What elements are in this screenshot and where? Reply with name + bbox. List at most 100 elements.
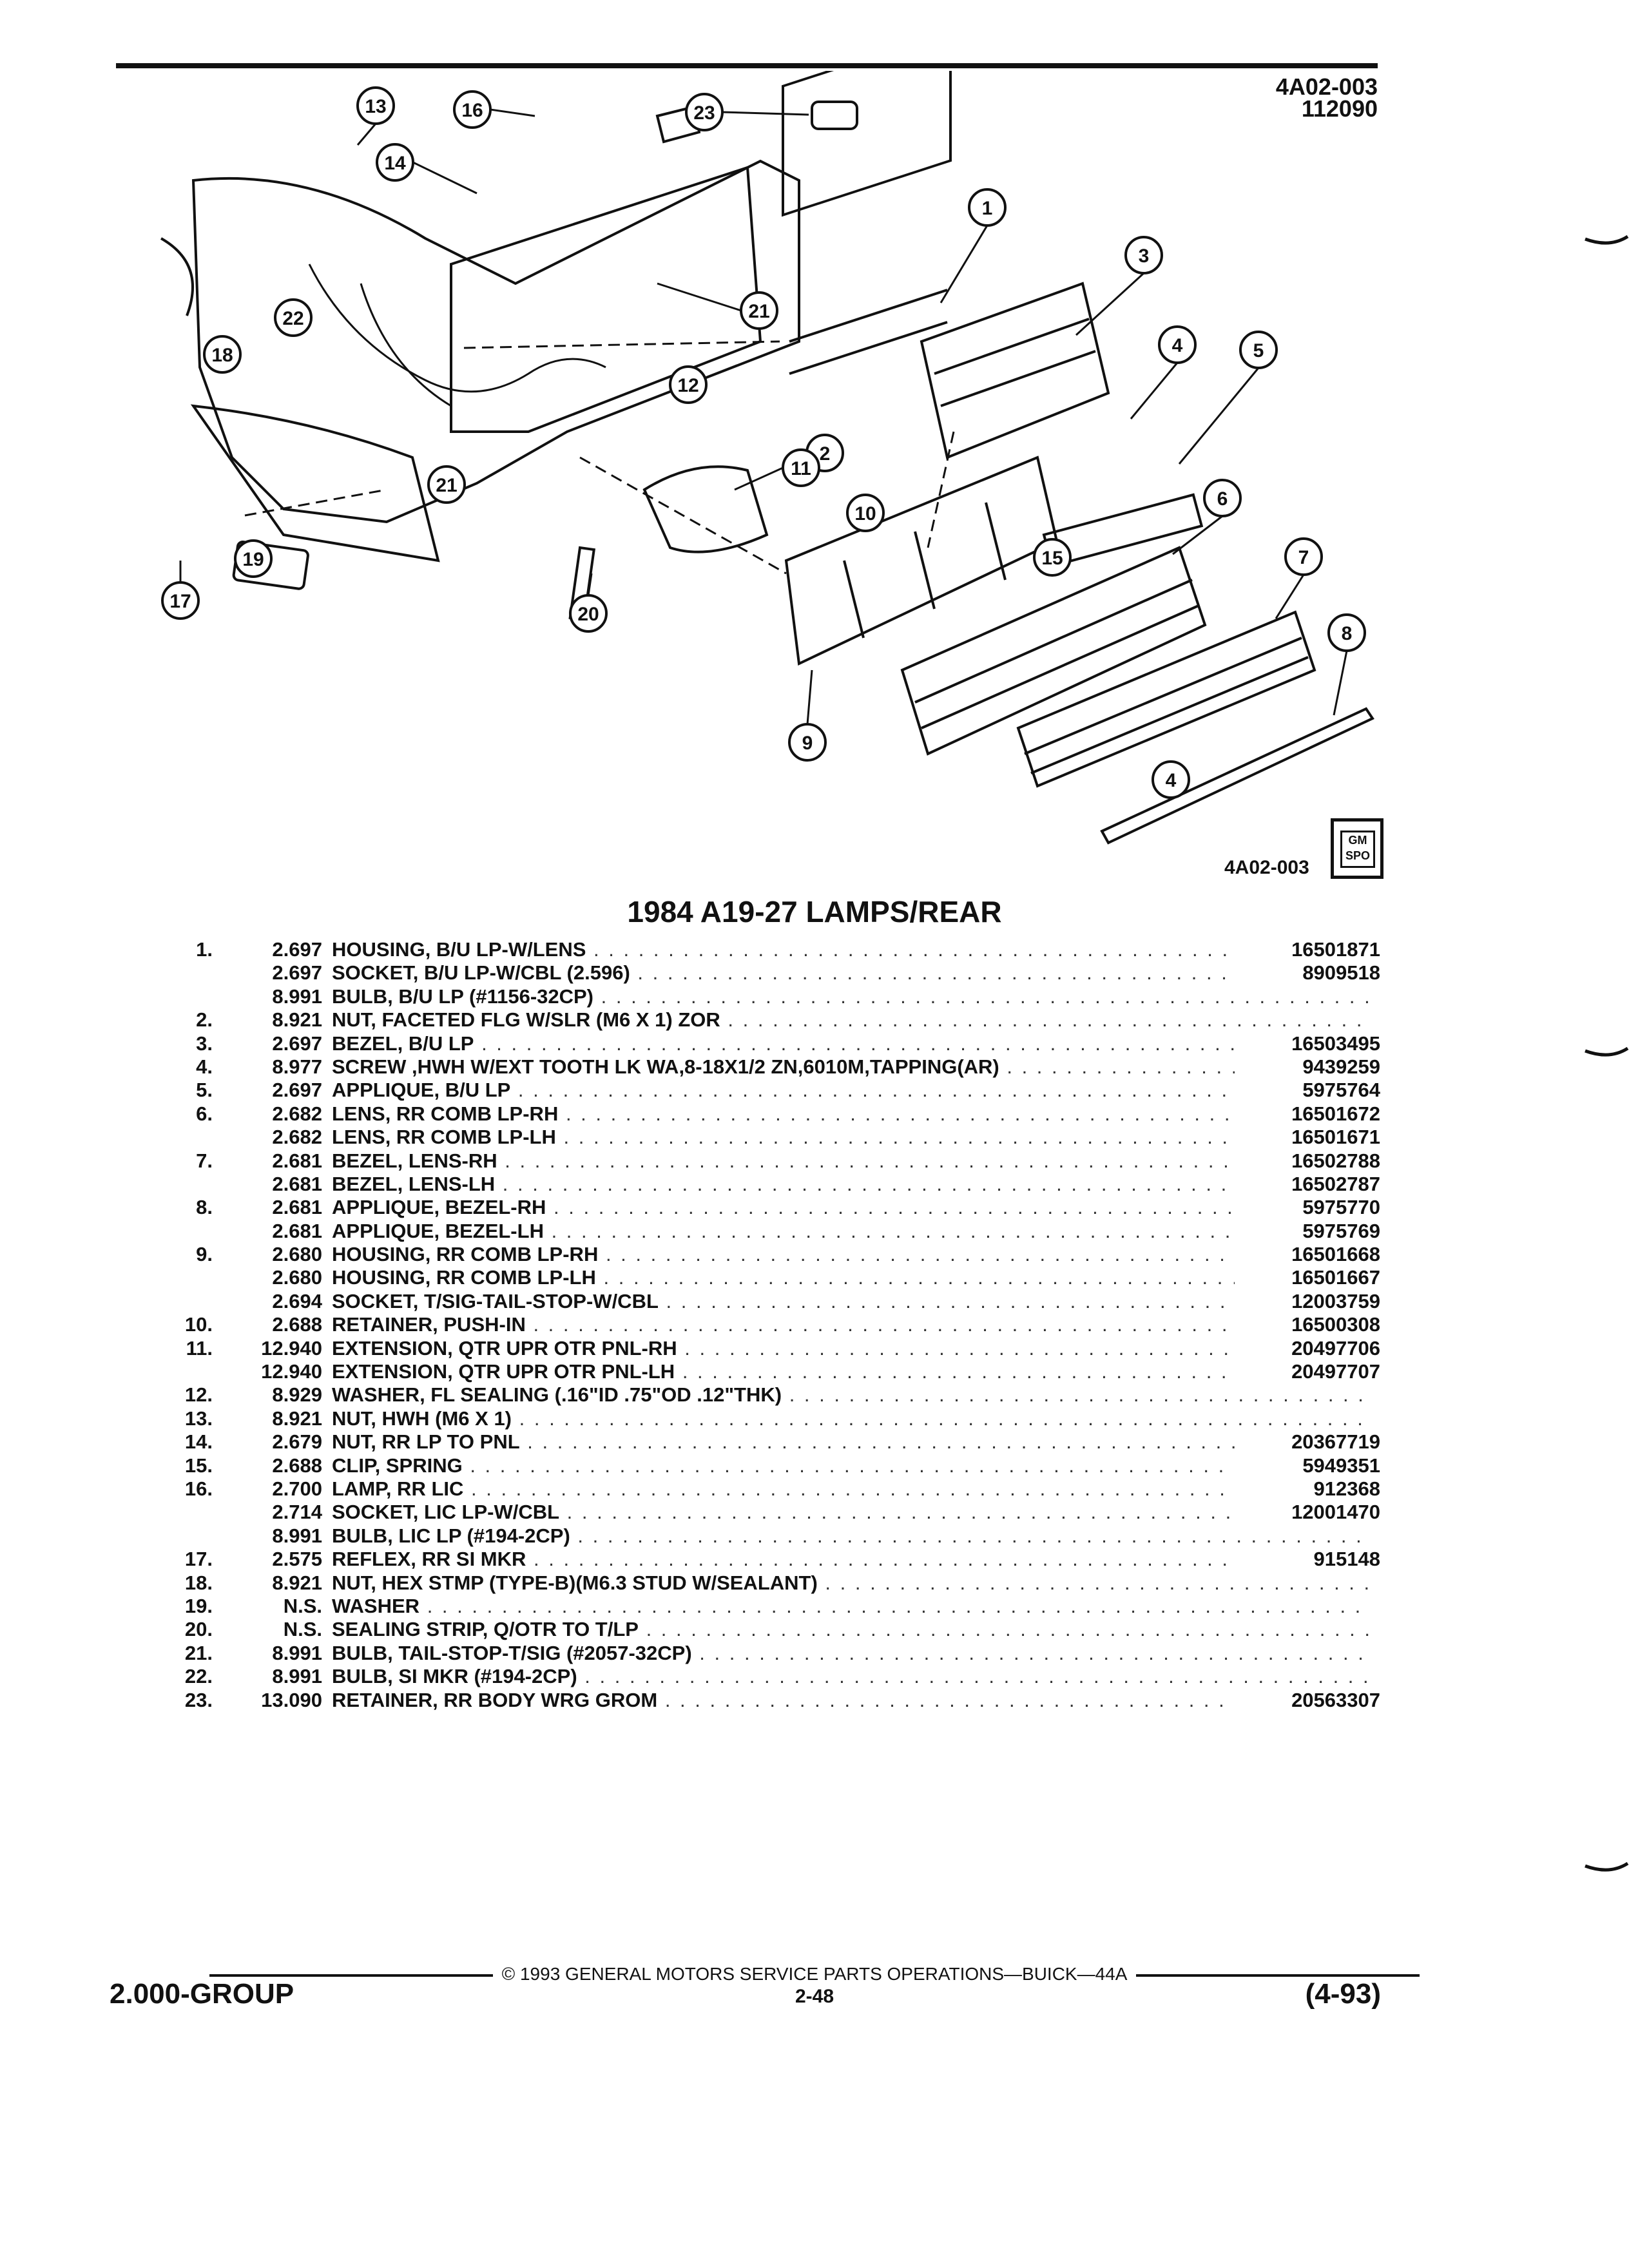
part-detail: , TAIL-STOP-T/SIG (#2057-32CP) xyxy=(387,1641,692,1664)
part-name: NUT xyxy=(332,1430,371,1454)
part-name: LENS xyxy=(332,1102,385,1125)
footer-page-number: 2-48 xyxy=(795,1986,834,2007)
part-ref: 9. xyxy=(196,1243,213,1266)
callout-14: 14 xyxy=(376,143,414,182)
part-detail: , SPRING xyxy=(374,1454,463,1477)
part-number: 16502787 xyxy=(1235,1172,1380,1196)
part-ref: 21. xyxy=(184,1641,213,1664)
part-detail: , RR COMB LP-LH xyxy=(425,1266,596,1289)
part-name: NUT xyxy=(332,1407,371,1430)
svg-text:4: 4 xyxy=(1172,335,1183,356)
part-name: RETAINER xyxy=(332,1313,433,1336)
rear-panel-inner xyxy=(450,166,762,433)
part-name: BEZEL xyxy=(332,1149,398,1172)
callout-15: 15 xyxy=(1033,538,1072,577)
part-ref: 17. xyxy=(184,1548,213,1571)
qtr-extension xyxy=(642,465,769,553)
part-name: EXTENSION xyxy=(332,1360,448,1383)
part-description: LENS, RR COMB LP-LH . . . . . . . . . . … xyxy=(332,1126,1369,1149)
part-ref: 22. xyxy=(184,1665,213,1688)
leader-dots: . . . . . . . . . . . . . . . . . . . . … xyxy=(505,1149,1369,1172)
part-name: SEALING STRIP xyxy=(332,1618,483,1641)
part-detail: , B/U LP-W/LENS xyxy=(425,938,586,961)
svg-text:22: 22 xyxy=(282,308,304,329)
part-number: 16501671 xyxy=(1235,1126,1380,1149)
part-group: 8.921 xyxy=(272,1571,322,1594)
svg-text:23: 23 xyxy=(693,102,715,124)
part-detail: , HWH (M6 X 1) xyxy=(371,1407,512,1430)
part-group: 8.929 xyxy=(272,1383,322,1407)
part-detail: , FL SEALING (.16"ID .75"OD .12"THK) xyxy=(419,1383,782,1407)
part-name: BEZEL xyxy=(332,1032,398,1055)
callout-22: 22 xyxy=(274,298,313,337)
part-group: 2.680 xyxy=(272,1266,322,1289)
part-number: 20497707 xyxy=(1235,1360,1380,1384)
license-lamp xyxy=(655,104,701,144)
part-description: EXTENSION, QTR UPR OTR PNL-RH . . . . . … xyxy=(332,1337,1369,1360)
part-name: BEZEL xyxy=(332,1172,398,1195)
svg-text:2: 2 xyxy=(820,443,831,465)
part-number: 16501871 xyxy=(1235,938,1380,961)
leader-dots: . . . . . . . . . . . . . . . . . . . . … xyxy=(534,1548,1369,1571)
part-detail: , FACETED FLG W/SLR (M6 X 1) ZOR xyxy=(371,1008,720,1032)
leader-dots: . . . . . . . . . . . . . . . . . . . . … xyxy=(728,1008,1369,1032)
callout-12: 12 xyxy=(669,365,708,404)
callout-9: 9 xyxy=(788,723,827,762)
part-group: 2.681 xyxy=(272,1196,322,1219)
leader-dots: . . . . . . . . . . . . . . . . . . . . … xyxy=(601,985,1369,1008)
callout-11: 11 xyxy=(782,448,820,487)
punch-mark xyxy=(1585,1862,1629,1872)
part-detail: , RR COMB LP-RH xyxy=(425,1243,599,1266)
part-group: 8.921 xyxy=(272,1008,322,1032)
part-group: 12.940 xyxy=(261,1360,322,1383)
part-detail: , RR COMB LP-RH xyxy=(385,1102,559,1125)
grommet-retainer xyxy=(811,101,858,130)
leader-dots: . . . . . . . . . . . . . . . . . . . . … xyxy=(554,1196,1369,1219)
leader-dots: . . . . . . . . . . . . . . . . . . . . … xyxy=(533,1313,1369,1336)
svg-text:15: 15 xyxy=(1041,548,1063,569)
part-row: 19.N.S.WASHER . . . . . . . . . . . . . … xyxy=(155,1595,1379,1618)
part-number: 20367719 xyxy=(1235,1430,1380,1454)
section-title: 1984 A19-27 LAMPS/REAR xyxy=(627,895,1002,928)
part-number: 5975769 xyxy=(1235,1219,1380,1243)
part-description: APPLIQUE, B/U LP . . . . . . . . . . . .… xyxy=(332,1079,1369,1102)
part-ref: 8. xyxy=(196,1196,213,1219)
part-detail: , RR LIC xyxy=(385,1477,464,1500)
part-number: 16500308 xyxy=(1235,1313,1380,1337)
svg-text:7: 7 xyxy=(1298,547,1309,568)
part-name: APPLIQUE xyxy=(332,1079,434,1102)
svg-text:9: 9 xyxy=(802,733,813,754)
part-description: BULB, SI MKR (#194-2CP) . . . . . . . . … xyxy=(332,1665,1369,1688)
part-description: SCREW ,HWH W/EXT TOOTH LK WA,8-18X1/2 ZN… xyxy=(332,1055,1369,1079)
part-group: N.S. xyxy=(283,1618,322,1641)
part-detail: , Q/OTR TO T/LP xyxy=(482,1618,639,1641)
part-group: 2.697 xyxy=(272,1079,322,1102)
part-detail: , B/U LP (#1156-32CP) xyxy=(387,985,594,1008)
punch-mark xyxy=(1585,235,1629,245)
svg-text:13: 13 xyxy=(365,96,386,117)
part-description: NUT, FACETED FLG W/SLR (M6 X 1) ZOR . . … xyxy=(332,1008,1369,1032)
svg-text:20: 20 xyxy=(577,604,599,625)
callout-18: 18 xyxy=(203,335,242,374)
part-number: 912368 xyxy=(1235,1477,1380,1501)
qtr-panel-edge xyxy=(190,404,440,562)
leader-dots: . . . . . . . . . . . . . . . . . . . . … xyxy=(527,1430,1369,1454)
part-detail: , B/U LP xyxy=(434,1079,511,1102)
